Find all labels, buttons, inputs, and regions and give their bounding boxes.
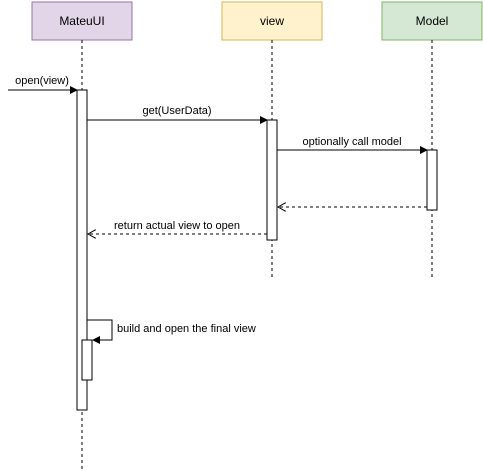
message-label: build and open the final view [117,323,256,335]
message-arrow [87,319,113,344]
activation-model [426,149,438,211]
participant-label-view: view [260,14,284,28]
participant-box-model [381,1,483,41]
activation-view [266,119,278,241]
message-label: return actual view to open [114,220,240,232]
message-label: open(view) [15,75,69,87]
participant-mateuui[interactable]: MateuUI [31,1,133,41]
message-open-view[interactable]: open(view) [8,75,78,94]
participant-box-mateuui [31,1,133,41]
message-return-actual-view[interactable]: return actual view to open [88,220,267,234]
participant-box-view [221,1,323,41]
message-get-userdata[interactable]: get(UserData) [87,105,268,124]
participant-label-model: Model [416,14,449,28]
participant-view[interactable]: view [221,1,323,41]
message-build-and-open[interactable]: build and open the final view [87,319,256,344]
participant-label-mateuui: MateuUI [59,14,104,28]
activation-mateuui-self [81,339,93,381]
message-label: get(UserData) [142,105,211,117]
participant-model[interactable]: Model [381,1,483,41]
message-optionally-call-model[interactable]: optionally call model [277,136,428,154]
message-label: optionally call model [302,136,401,148]
activation-mateuui [76,89,88,411]
